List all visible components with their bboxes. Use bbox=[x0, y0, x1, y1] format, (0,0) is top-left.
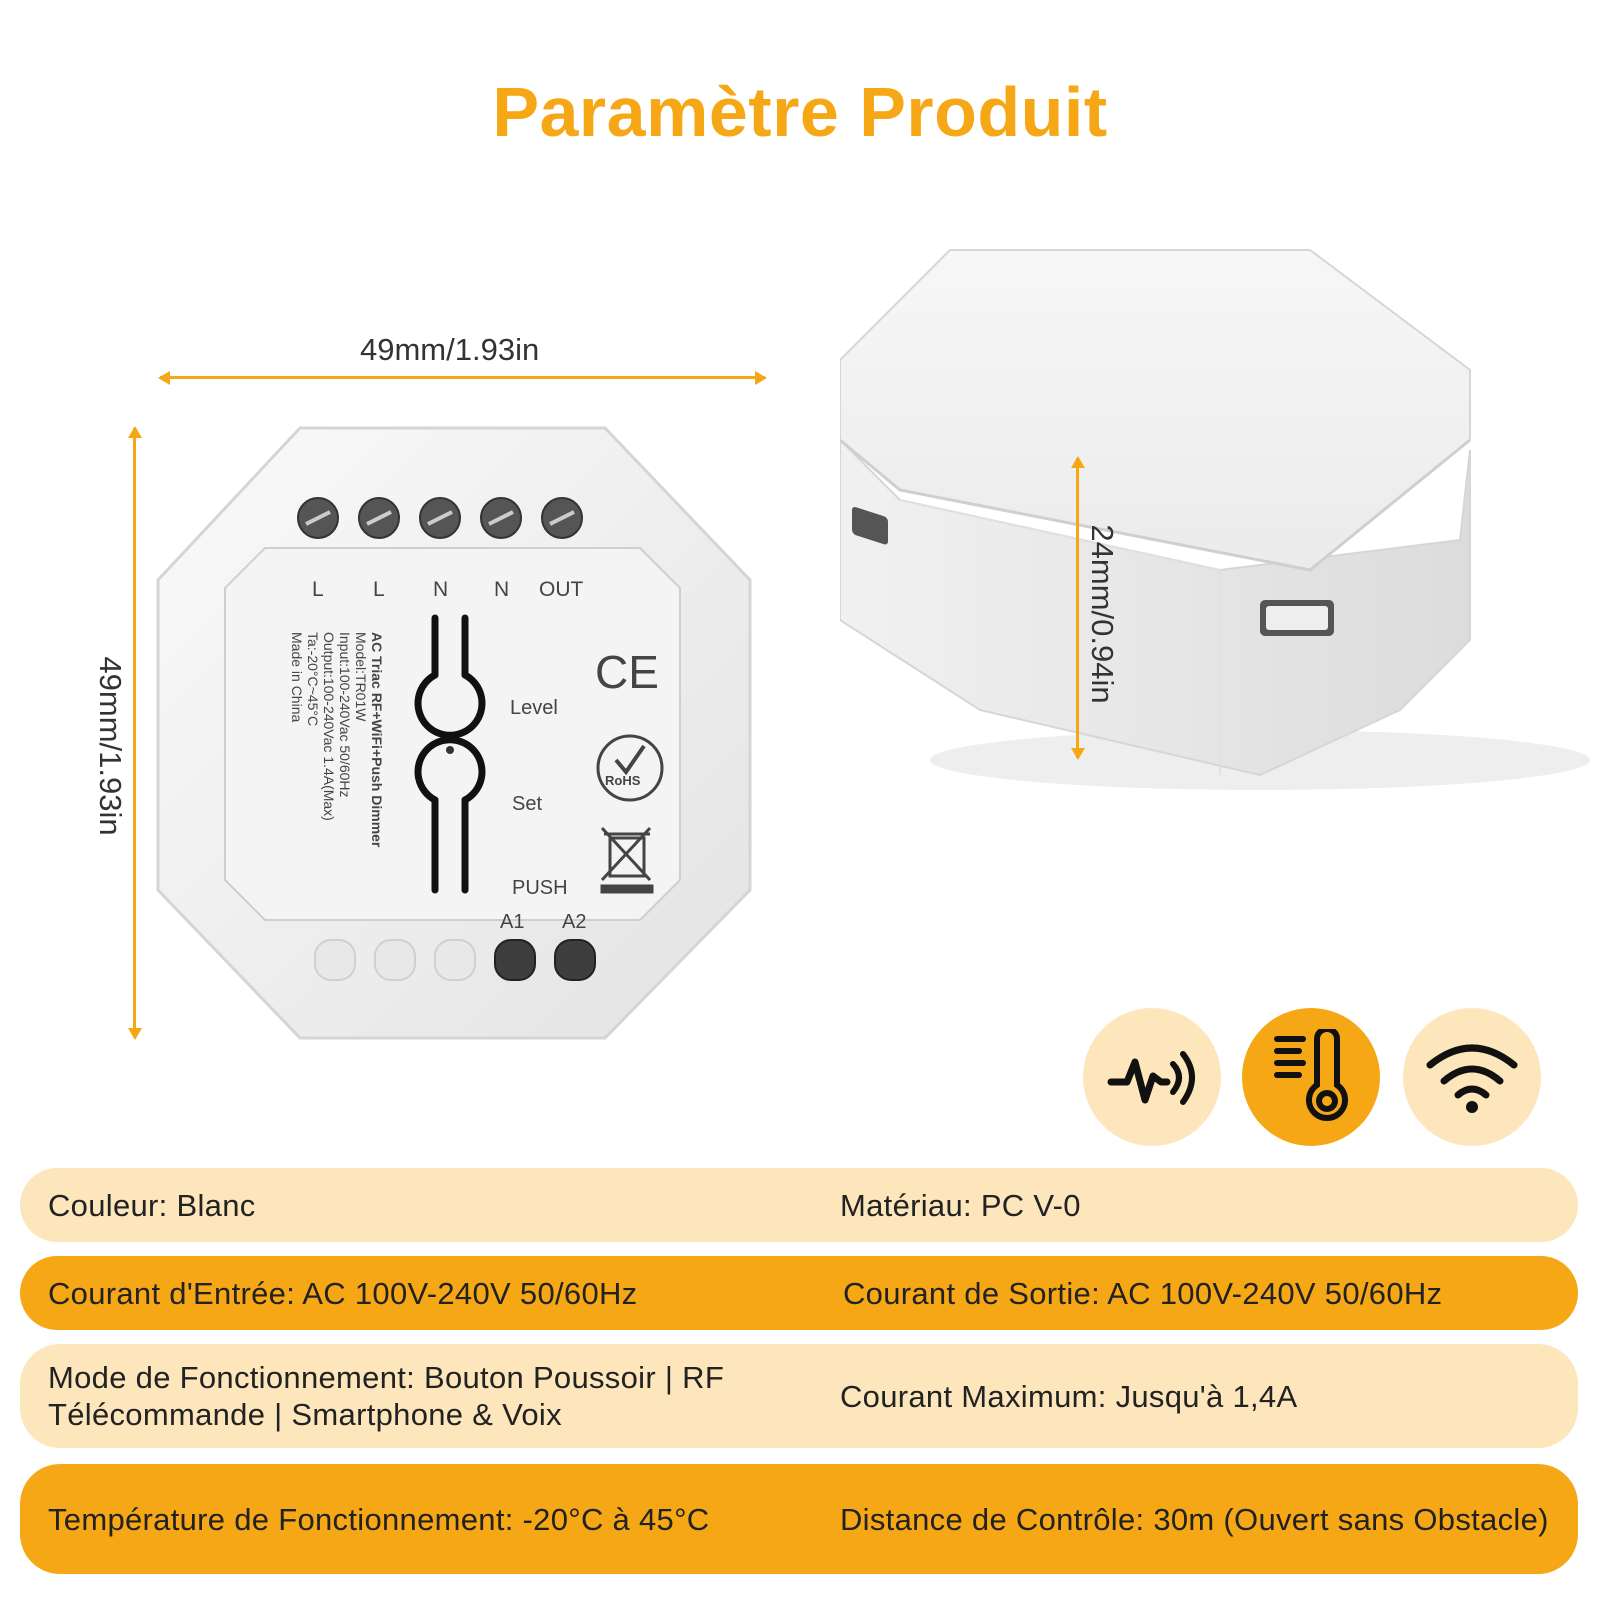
device-front-image: L L N N OUT Level Set PUSH A1 A2 CE RoHS… bbox=[156, 426, 752, 1040]
terminal-label: N bbox=[433, 578, 448, 601]
spec-operating-temperature: Température de Fonctionnement: -20°C à 4… bbox=[48, 1501, 710, 1537]
terminal-label: A1 bbox=[500, 911, 524, 933]
spec-input-current: Courant d'Entrée: AC 100V-240V 50/60Hz bbox=[48, 1275, 638, 1311]
terminal-label: OUT bbox=[539, 578, 584, 601]
width-dimension-arrow bbox=[158, 371, 767, 385]
spec-color: Couleur: Blanc bbox=[48, 1187, 256, 1223]
spec-row: Mode de Fonctionnement: Bouton Poussoir … bbox=[20, 1344, 1578, 1448]
spec-control-distance: Distance de Contrôle: 30m (Ouvert sans O… bbox=[840, 1501, 1549, 1537]
width-dimension-label: 49mm/1.93in bbox=[360, 332, 540, 367]
info-line: Made in China bbox=[289, 632, 305, 722]
device-side-image bbox=[840, 249, 1590, 790]
page-title: Paramètre Produit bbox=[492, 73, 1108, 151]
height-dimension-arrow bbox=[128, 426, 142, 1040]
info-line: Model:TR01W bbox=[353, 632, 369, 722]
depth-dimension-label: 24mm/0.94in bbox=[1085, 524, 1120, 704]
rohs-mark: RoHS bbox=[605, 773, 641, 788]
terminal-label: L bbox=[312, 578, 324, 601]
terminal-label: N bbox=[494, 578, 509, 601]
push-label: PUSH bbox=[512, 877, 568, 899]
terminal-label: L bbox=[373, 578, 385, 601]
spec-operating-mode: Mode de Fonctionnement: Bouton Poussoir … bbox=[48, 1360, 725, 1432]
weee-bin-icon bbox=[600, 826, 654, 894]
depth-dimension-arrow bbox=[1071, 456, 1085, 760]
height-dimension-label: 49mm/1.93in bbox=[93, 656, 128, 836]
spec-row: Couleur: Blanc Matériau: PC V-0 bbox=[20, 1168, 1578, 1242]
spec-row: Température de Fonctionnement: -20°C à 4… bbox=[20, 1464, 1578, 1574]
info-line: Ta:-20°C~45°C bbox=[305, 632, 321, 726]
signal-wave-icon bbox=[1083, 1008, 1221, 1146]
wifi-icon bbox=[1403, 1008, 1541, 1146]
set-label: Set bbox=[512, 793, 542, 815]
terminal-label: A2 bbox=[562, 911, 586, 933]
ce-mark: CE bbox=[595, 646, 659, 698]
thermometer-icon bbox=[1242, 1008, 1380, 1146]
info-line: Output:100-240Vac 1.4A(Max) bbox=[321, 632, 337, 821]
spec-max-current: Courant Maximum: Jusqu'à 1,4A bbox=[840, 1378, 1298, 1414]
spec-output-current: Courant de Sortie: AC 100V-240V 50/60Hz bbox=[843, 1275, 1443, 1311]
info-line: AC Triac RF+WiFi+Push Dimmer bbox=[369, 632, 385, 848]
spec-row: Courant d'Entrée: AC 100V-240V 50/60Hz C… bbox=[20, 1256, 1578, 1330]
info-line: Input:100-240Vac 50/60Hz bbox=[337, 632, 353, 798]
spec-material: Matériau: PC V-0 bbox=[840, 1187, 1081, 1223]
level-label: Level bbox=[510, 697, 558, 719]
